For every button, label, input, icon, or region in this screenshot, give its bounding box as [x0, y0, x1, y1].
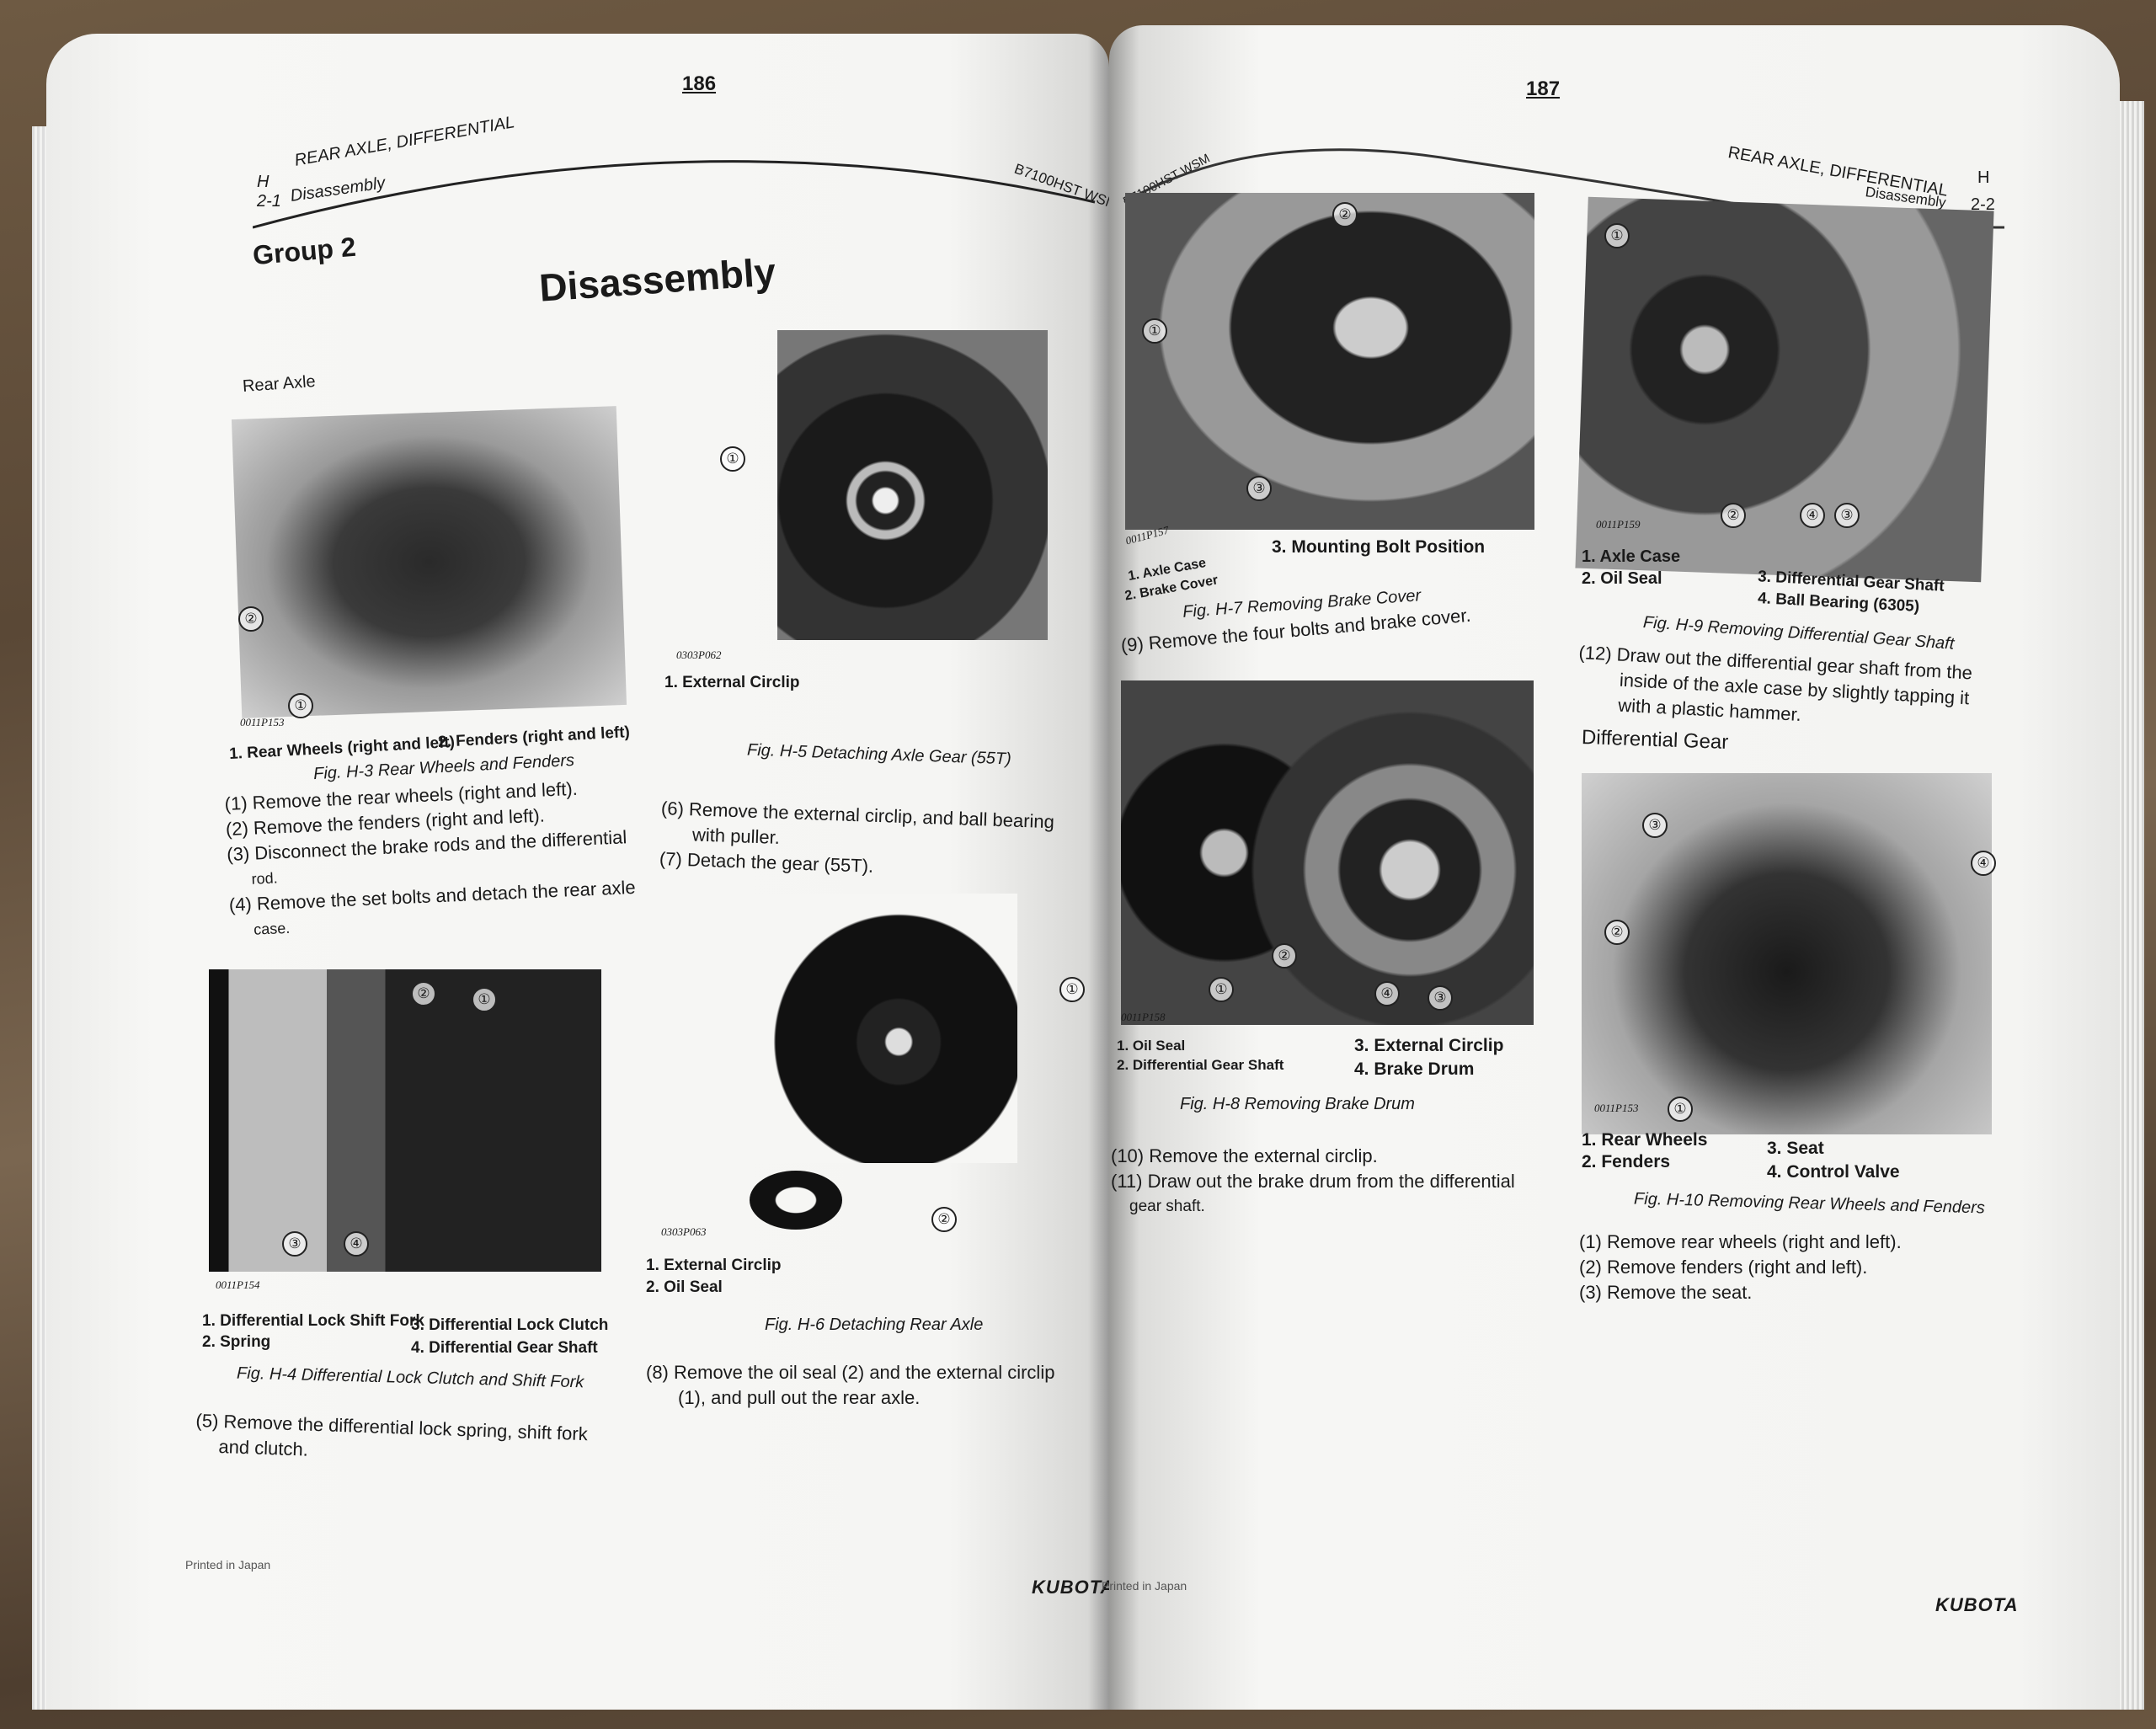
callout-4: ④	[1800, 503, 1825, 528]
steps-list: (1) Remove rear wheels (right and left).…	[1579, 1230, 1902, 1305]
photo-brake-drum	[1121, 680, 1534, 1025]
steps-list: (1) Remove the rear wheels (right and le…	[224, 774, 637, 943]
page-number: 186	[682, 72, 717, 95]
callout-2: ②	[1272, 943, 1297, 969]
step-text: (1), and pull out the rear axle.	[678, 1387, 921, 1408]
callout-2: ②	[1332, 202, 1358, 227]
caption-item: 1. External Circlip	[664, 674, 800, 691]
figure-title: Fig. H-6 Detaching Rear Axle	[765, 1315, 984, 1334]
figure-code: 0011P154	[216, 1278, 260, 1291]
steps-list: (6) Remove the external circlip, and bal…	[659, 796, 1055, 885]
step-text: (11) Draw out the brake drum from the di…	[1111, 1171, 1515, 1192]
figure-code: 0011P159	[1596, 518, 1641, 531]
figure-code: 0303P062	[676, 648, 722, 661]
callout-4: ④	[344, 1231, 369, 1257]
callout-1: ①	[1668, 1097, 1693, 1122]
callout-2: ②	[411, 981, 436, 1006]
callout-2: ②	[1604, 920, 1630, 945]
section-letter: H	[257, 173, 270, 191]
step-text: (1) Remove rear wheels (right and left).	[1579, 1231, 1902, 1252]
figure-code: 0011P153	[240, 716, 285, 728]
step-8: (8) Remove the oil seal (2) and the exte…	[646, 1360, 1054, 1411]
callout-1: ①	[1604, 223, 1630, 248]
callout-3: ③	[1246, 476, 1272, 501]
callout-3: ③	[1428, 985, 1453, 1011]
callout-2: ②	[931, 1207, 957, 1232]
callout-1: ①	[1209, 977, 1234, 1002]
callout-1: ①	[288, 693, 313, 718]
callout-3: ③	[1834, 503, 1860, 528]
steps-list: (10) Remove the external circlip. (11) D…	[1111, 1144, 1515, 1219]
caption-item: 1. Rear Wheels	[1582, 1130, 1708, 1150]
callout-2: ②	[1721, 503, 1746, 528]
section-number: 2-2	[1971, 195, 1995, 214]
header-rule	[253, 160, 1096, 229]
callout-1: ①	[1059, 977, 1085, 1002]
photo-rear-axle	[754, 894, 1017, 1163]
step-text: gear shaft.	[1129, 1198, 1205, 1215]
caption-item: 2. Oil Seal	[1582, 569, 1662, 588]
callout-4: ④	[1374, 981, 1400, 1006]
photo-brake-cover	[1125, 193, 1534, 530]
oil-seal-image	[750, 1171, 842, 1230]
caption-item: 1. Differential Lock Shift Fork	[202, 1312, 424, 1330]
photo-diff-lock-clutch	[209, 969, 601, 1272]
caption-item: 4. Brake Drum	[1354, 1059, 1475, 1079]
caption-item: 3. Seat	[1767, 1139, 1824, 1158]
caption-item: 1. External Circlip	[646, 1257, 782, 1274]
callout-1: ①	[1142, 318, 1167, 344]
figure-code: 0303P063	[661, 1225, 707, 1238]
caption-item: 2. Oil Seal	[646, 1278, 723, 1296]
footer-printed: Printed in Japan	[1102, 1579, 1187, 1593]
figure-title: Fig. H-8 Removing Brake Drum	[1180, 1095, 1415, 1113]
callout-3: ③	[1642, 813, 1668, 838]
section-number: 2-1	[257, 192, 281, 211]
step-text: (3) Remove the seat.	[1579, 1282, 1753, 1303]
caption-item: 2. Differential Gear Shaft	[1117, 1057, 1284, 1073]
step-text: (10) Remove the external circlip.	[1111, 1145, 1378, 1166]
brand-logo: KUBOTA	[1032, 1577, 1115, 1598]
caption-item: 3. Differential Lock Clutch	[411, 1316, 609, 1334]
caption-item: 1. Oil Seal	[1117, 1038, 1186, 1054]
caption-item: 4. Control Valve	[1767, 1162, 1900, 1182]
brand-logo: KUBOTA	[1935, 1594, 2019, 1615]
section-letter: H	[1977, 168, 1990, 187]
photo-rear-wheels-fenders	[231, 406, 627, 718]
callout-1: ①	[720, 446, 745, 472]
step-text: (8) Remove the oil seal (2) and the exte…	[646, 1362, 1055, 1383]
photo-axle-gear	[777, 330, 1048, 640]
page-number: 187	[1526, 77, 1561, 100]
callout-4: ④	[1971, 851, 1996, 876]
callout-2: ②	[238, 606, 264, 632]
caption-item: 2. Spring	[202, 1333, 271, 1351]
caption-item: 3. External Circlip	[1354, 1036, 1504, 1055]
figure-code: 0011P158	[1121, 1011, 1166, 1023]
footer-printed: Printed in Japan	[185, 1558, 271, 1572]
callout-3: ③	[282, 1231, 307, 1257]
caption-item: 3. Mounting Bolt Position	[1272, 537, 1486, 557]
caption-item: 1. Axle Case	[1582, 547, 1681, 566]
caption-item: 2. Fenders	[1582, 1152, 1671, 1171]
figure-code: 0011P153	[1594, 1102, 1639, 1114]
caption-item: 4. Differential Gear Shaft	[411, 1339, 598, 1357]
step-text: (2) Remove fenders (right and left).	[1579, 1257, 1868, 1278]
left-page	[46, 34, 1109, 1710]
callout-1: ①	[472, 987, 497, 1012]
